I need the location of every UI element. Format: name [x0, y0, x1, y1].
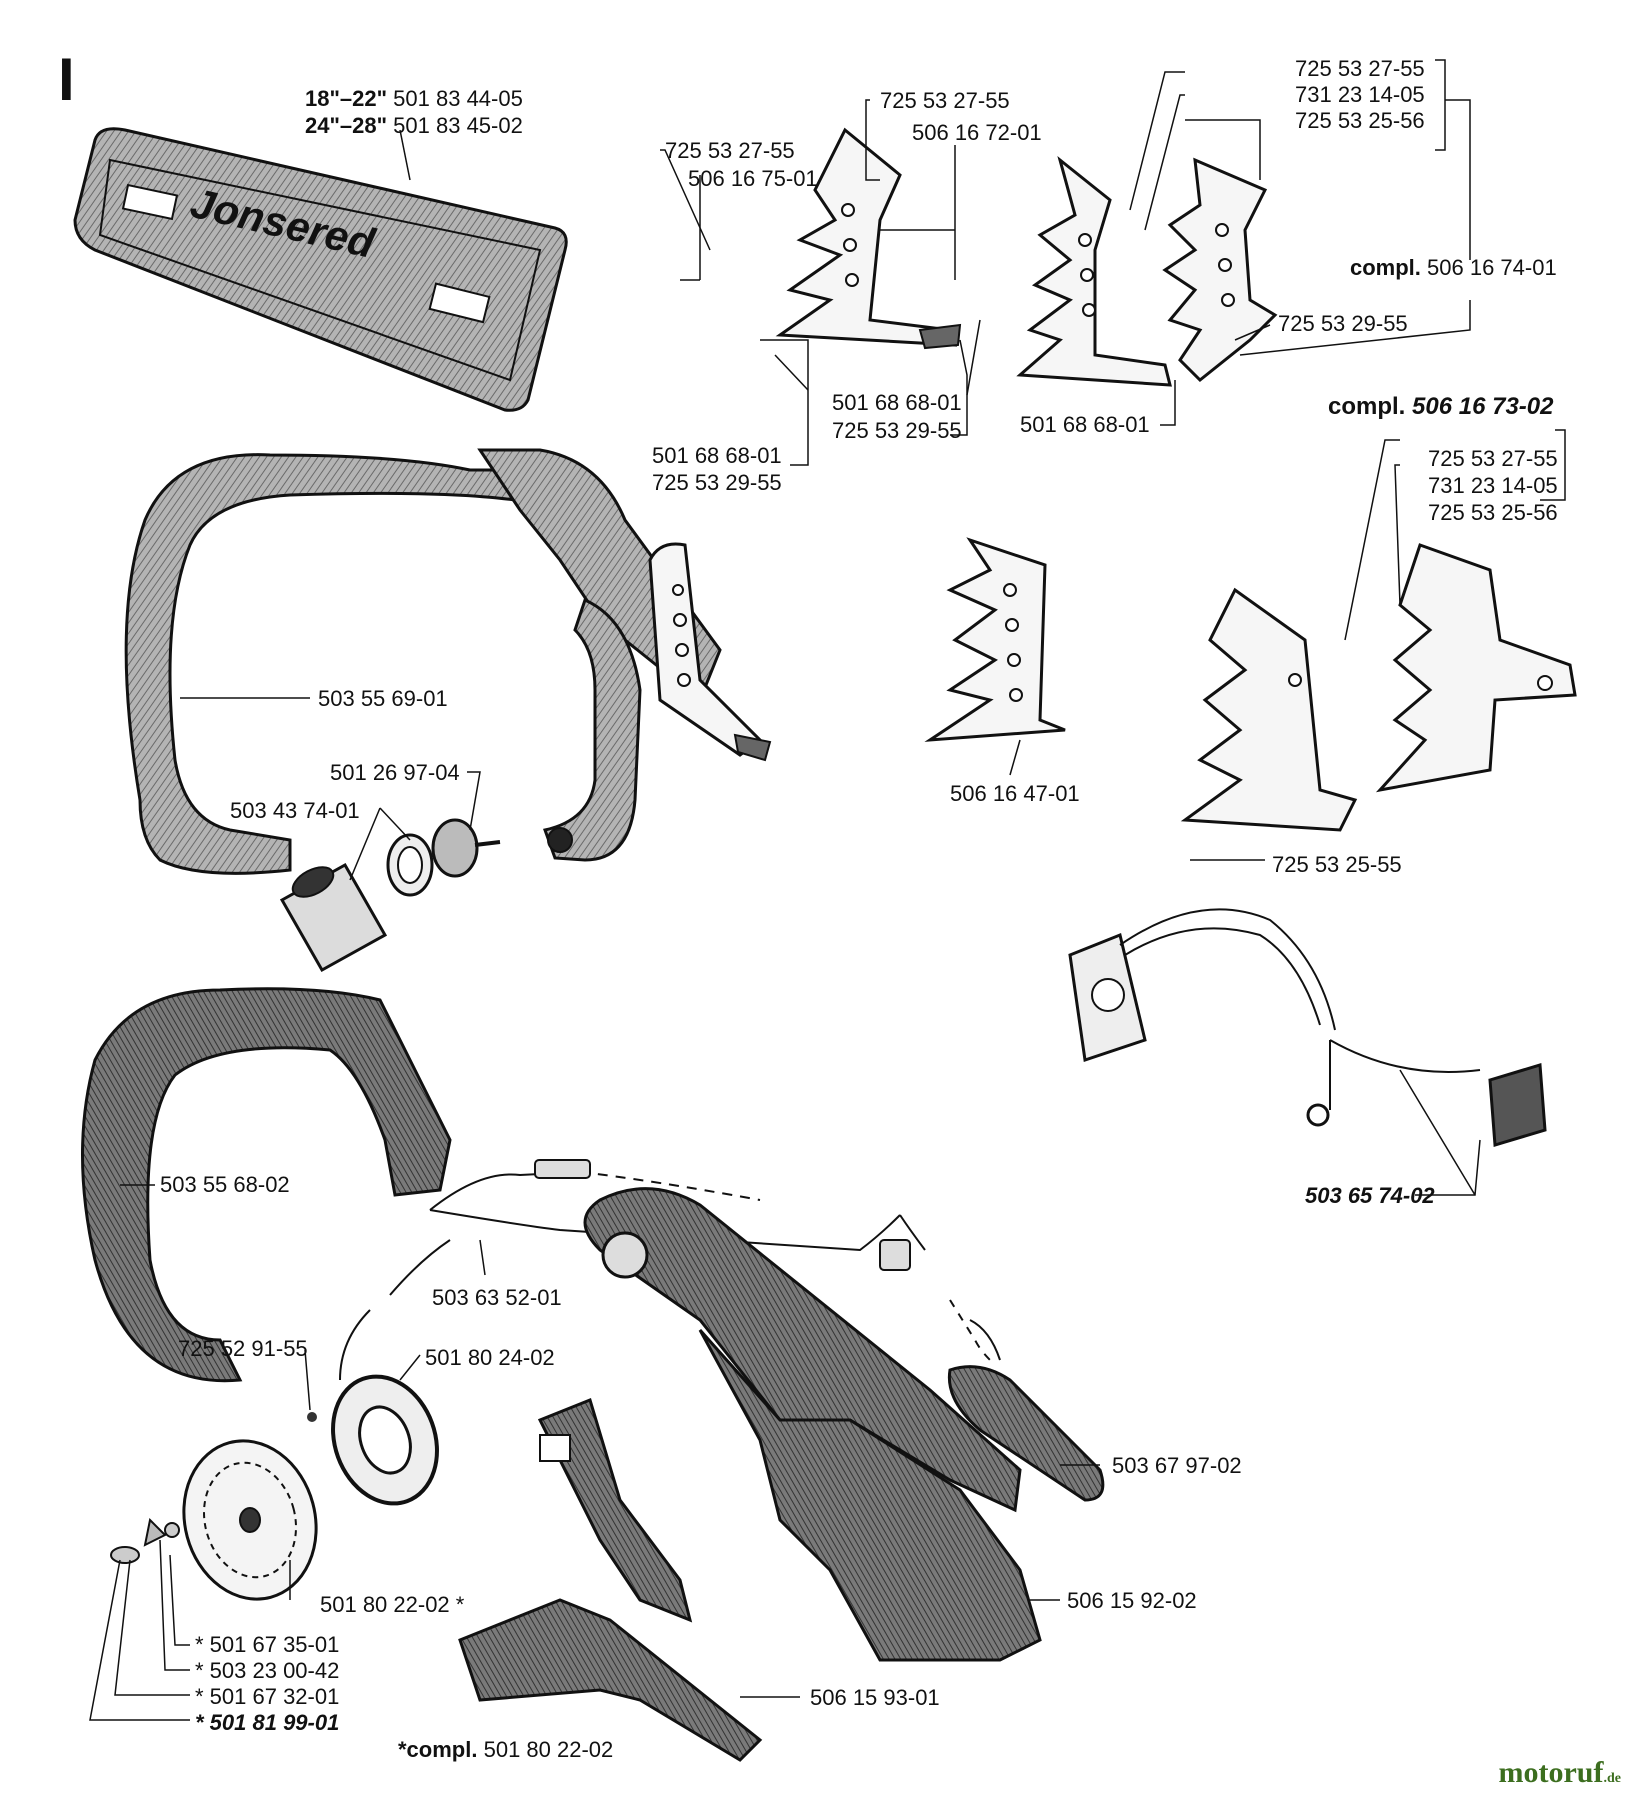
part-label: 506 16 75-01: [688, 166, 818, 191]
part-label: 506 16 47-01: [950, 781, 1080, 806]
part-label: 501 68 68-01: [1020, 412, 1150, 437]
part-label: * 501 67 35-01: [195, 1632, 340, 1657]
part-label: 725 53 25-56: [1295, 108, 1425, 133]
part-label: 503 63 52-01: [432, 1285, 562, 1310]
compl-number: 501 80 22-02: [483, 1737, 614, 1762]
part-label: 503 55 68-02: [160, 1172, 290, 1197]
rear-handle-housing: [583, 1187, 1042, 1662]
part-label: 501 68 68-01: [652, 443, 782, 468]
part-label: 501 80 24-02: [425, 1345, 555, 1370]
spike-plate-e: [1180, 543, 1577, 832]
handle-left-piece: [537, 1397, 693, 1623]
compl-prefix: compl.: [1328, 393, 1406, 420]
section-letter: I: [58, 46, 75, 113]
watermark-name: motoruf: [1498, 1756, 1604, 1789]
flywheel: [182, 1439, 318, 1601]
bar-cover-24-label: 24"–28" 501 83 45-02: [305, 113, 523, 139]
bar-cover-18-number: 501 83 44-05: [393, 86, 523, 111]
compl-number: 506 16 74-01: [1427, 255, 1557, 280]
part-label: * 503 23 00-42: [195, 1658, 340, 1683]
bar-size-18: 18"–22": [305, 86, 388, 111]
compl-number: 506 16 73-02: [1412, 393, 1554, 420]
part-label: 725 53 27-55: [1295, 56, 1425, 81]
part-label: 501 80 22-02 *: [320, 1592, 465, 1617]
spike-plate-d: [924, 537, 1066, 742]
part-label: 503 67 97-02: [1112, 1453, 1242, 1478]
part-label: 501 68 68-01: [832, 390, 962, 415]
handle-cover: [458, 1598, 763, 1762]
part-label: 731 23 14-05: [1428, 473, 1558, 498]
bar-cover-18-label: 18"–22" 501 83 44-05: [305, 86, 523, 112]
part-label: 725 53 27-55: [665, 138, 795, 163]
switch-assembly: [1068, 908, 1547, 1147]
part-label: 506 15 92-02: [1067, 1588, 1197, 1613]
spike-plate-c: [1016, 155, 1278, 387]
part-label: 503 55 69-01: [318, 686, 448, 711]
compl-prefix: *compl.: [398, 1737, 478, 1762]
front-handle-lower: [81, 987, 452, 1383]
part-label: * 501 81 99-01: [195, 1710, 340, 1735]
part-label: 725 53 27-55: [880, 88, 1010, 113]
compl-prefix: compl.: [1350, 255, 1421, 280]
bar-cover: Jonsered: [73, 127, 568, 412]
compl-label-c: compl. 506 16 74-01: [1350, 255, 1557, 281]
part-label: 731 23 14-05: [1295, 82, 1425, 107]
part-label: 506 15 93-01: [810, 1685, 940, 1710]
front-handle-upper: [124, 448, 722, 875]
compl-label-d: compl. 506 16 73-02: [1328, 394, 1553, 420]
ignition-module: [331, 1374, 439, 1506]
bar-size-24: 24"–28": [305, 113, 388, 138]
pawl-parts: [110, 1412, 317, 1564]
part-label: 725 52 91-55: [178, 1336, 308, 1361]
part-label: 725 53 27-55: [1428, 446, 1558, 471]
watermark: motoruf.de: [1499, 1756, 1621, 1790]
spike-plate-a: [648, 542, 772, 762]
bar-cover-24-number: 501 83 45-02: [393, 113, 523, 138]
compl-label-bottom: *compl. 501 80 22-02: [398, 1737, 613, 1763]
part-label: 725 53 29-55: [832, 418, 962, 443]
part-label: 506 16 72-01: [912, 120, 1042, 145]
part-label: 503 43 74-01: [230, 798, 360, 823]
part-label: 725 53 29-55: [1278, 311, 1408, 336]
part-label: 725 53 29-55: [652, 470, 782, 495]
switch-label: 503 65 74-02: [1305, 1183, 1435, 1208]
leader-lines: [89, 59, 1566, 1721]
part-label: * 501 67 32-01: [195, 1684, 340, 1709]
watermark-tld: .de: [1603, 1771, 1622, 1786]
handle-sleeve-parts: [279, 818, 501, 973]
part-label: 725 53 25-55: [1272, 852, 1402, 877]
cable-connector: [534, 1159, 591, 1179]
spike-plate-b: [775, 127, 962, 350]
cable-connector-2: [879, 1239, 911, 1271]
throttle-trigger: [947, 1365, 1105, 1502]
part-label: 501 26 97-04: [330, 760, 460, 785]
part-label: 725 53 25-56: [1428, 500, 1558, 525]
